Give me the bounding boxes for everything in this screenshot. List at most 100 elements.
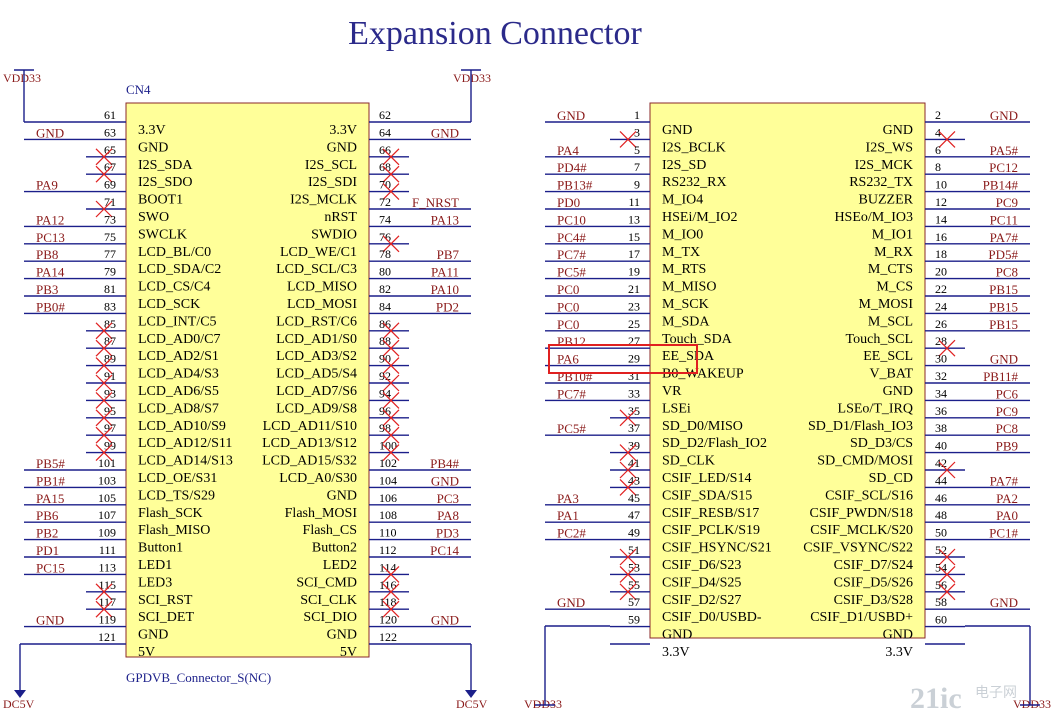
pin-number: 104	[379, 473, 397, 487]
pin-name: M_CTS	[868, 262, 913, 277]
left-connector-designator: CN4	[126, 82, 151, 97]
no-connect-mark	[619, 565, 637, 583]
supply-arrow	[465, 690, 477, 698]
pin-number: 45	[628, 491, 640, 505]
pin-name: Flash_MOSI	[285, 506, 358, 521]
pin-number: 38	[935, 421, 947, 435]
pin-number: 116	[379, 578, 397, 592]
net-label: PB15	[989, 299, 1018, 314]
no-connect-mark	[382, 426, 400, 444]
net-label: PC0	[557, 317, 579, 332]
net-label: PC13	[36, 230, 65, 245]
no-connect-mark	[382, 183, 400, 201]
pin-name: CSIF_SCL/S16	[825, 488, 913, 503]
pin-name: CSIF_D0/USBD-	[662, 610, 762, 625]
pin-name: CSIF_D5/S26	[834, 575, 913, 590]
pin-number: 4	[935, 125, 941, 139]
no-connect-mark	[382, 165, 400, 183]
no-connect-mark	[95, 426, 113, 444]
pin-name: SWO	[138, 210, 169, 225]
net-label: PC15	[36, 560, 65, 575]
pin-number: 101	[98, 456, 116, 470]
net-label: PC14	[430, 543, 459, 558]
pin-number: 108	[379, 508, 397, 522]
no-connect-mark	[95, 409, 113, 427]
no-connect-mark	[95, 339, 113, 357]
highlight-box	[548, 344, 698, 374]
net-label: PB4#	[430, 456, 459, 471]
left-connector-body	[125, 102, 370, 658]
net-label: PC9	[996, 195, 1018, 210]
net-label: PB1#	[36, 473, 65, 488]
no-connect-mark	[619, 548, 637, 566]
net-label: PD1	[36, 543, 59, 558]
pin-name: CSIF_D7/S24	[834, 558, 913, 573]
net-label: PB14#	[983, 178, 1019, 193]
pin-name: LCD_MOSI	[287, 297, 357, 312]
net-label: PC0	[557, 282, 579, 297]
no-connect-mark	[95, 444, 113, 462]
pin-number: 110	[379, 526, 397, 540]
no-connect-mark	[382, 391, 400, 409]
pin-name: LCD_AD10/S9	[138, 419, 226, 434]
pin-name: CSIF_D4/S25	[662, 575, 741, 590]
net-label: PD4#	[557, 160, 587, 175]
pin-name: Flash_CS	[303, 523, 357, 538]
net-label: PC2#	[557, 526, 586, 541]
pin-name: SCI_CLK	[300, 593, 357, 608]
net-label: GND	[990, 595, 1018, 610]
pin-number: 84	[379, 299, 391, 313]
pin-name: M_SCK	[662, 297, 709, 312]
net-label: PD3	[436, 526, 459, 541]
no-connect-mark	[382, 409, 400, 427]
pin-number: 50	[935, 526, 947, 540]
pin-name: LCD_AD9/S8	[276, 401, 357, 416]
pin-name: I2S_WS	[866, 140, 913, 155]
net-label: GND	[36, 613, 64, 628]
net-label: PD2	[436, 299, 459, 314]
pin-number: 6	[935, 143, 941, 157]
no-connect-mark	[95, 374, 113, 392]
pin-name: CSIF_PWDN/S18	[810, 506, 913, 521]
pin-number: 117	[98, 595, 116, 609]
net-label: GND	[431, 613, 459, 628]
pin-number: 25	[628, 317, 640, 331]
pin-name: RS232_TX	[849, 175, 913, 190]
pin-name: Touch_SCL	[846, 332, 913, 347]
watermark: 21ic 电子网	[910, 682, 1017, 715]
no-connect-mark	[382, 374, 400, 392]
page-title: Expansion Connector	[348, 15, 642, 52]
pin-name: LCD_SCL/C3	[276, 262, 357, 277]
pin-name: LCD_AD11/S10	[263, 419, 357, 434]
net-label: PA5#	[990, 143, 1019, 158]
